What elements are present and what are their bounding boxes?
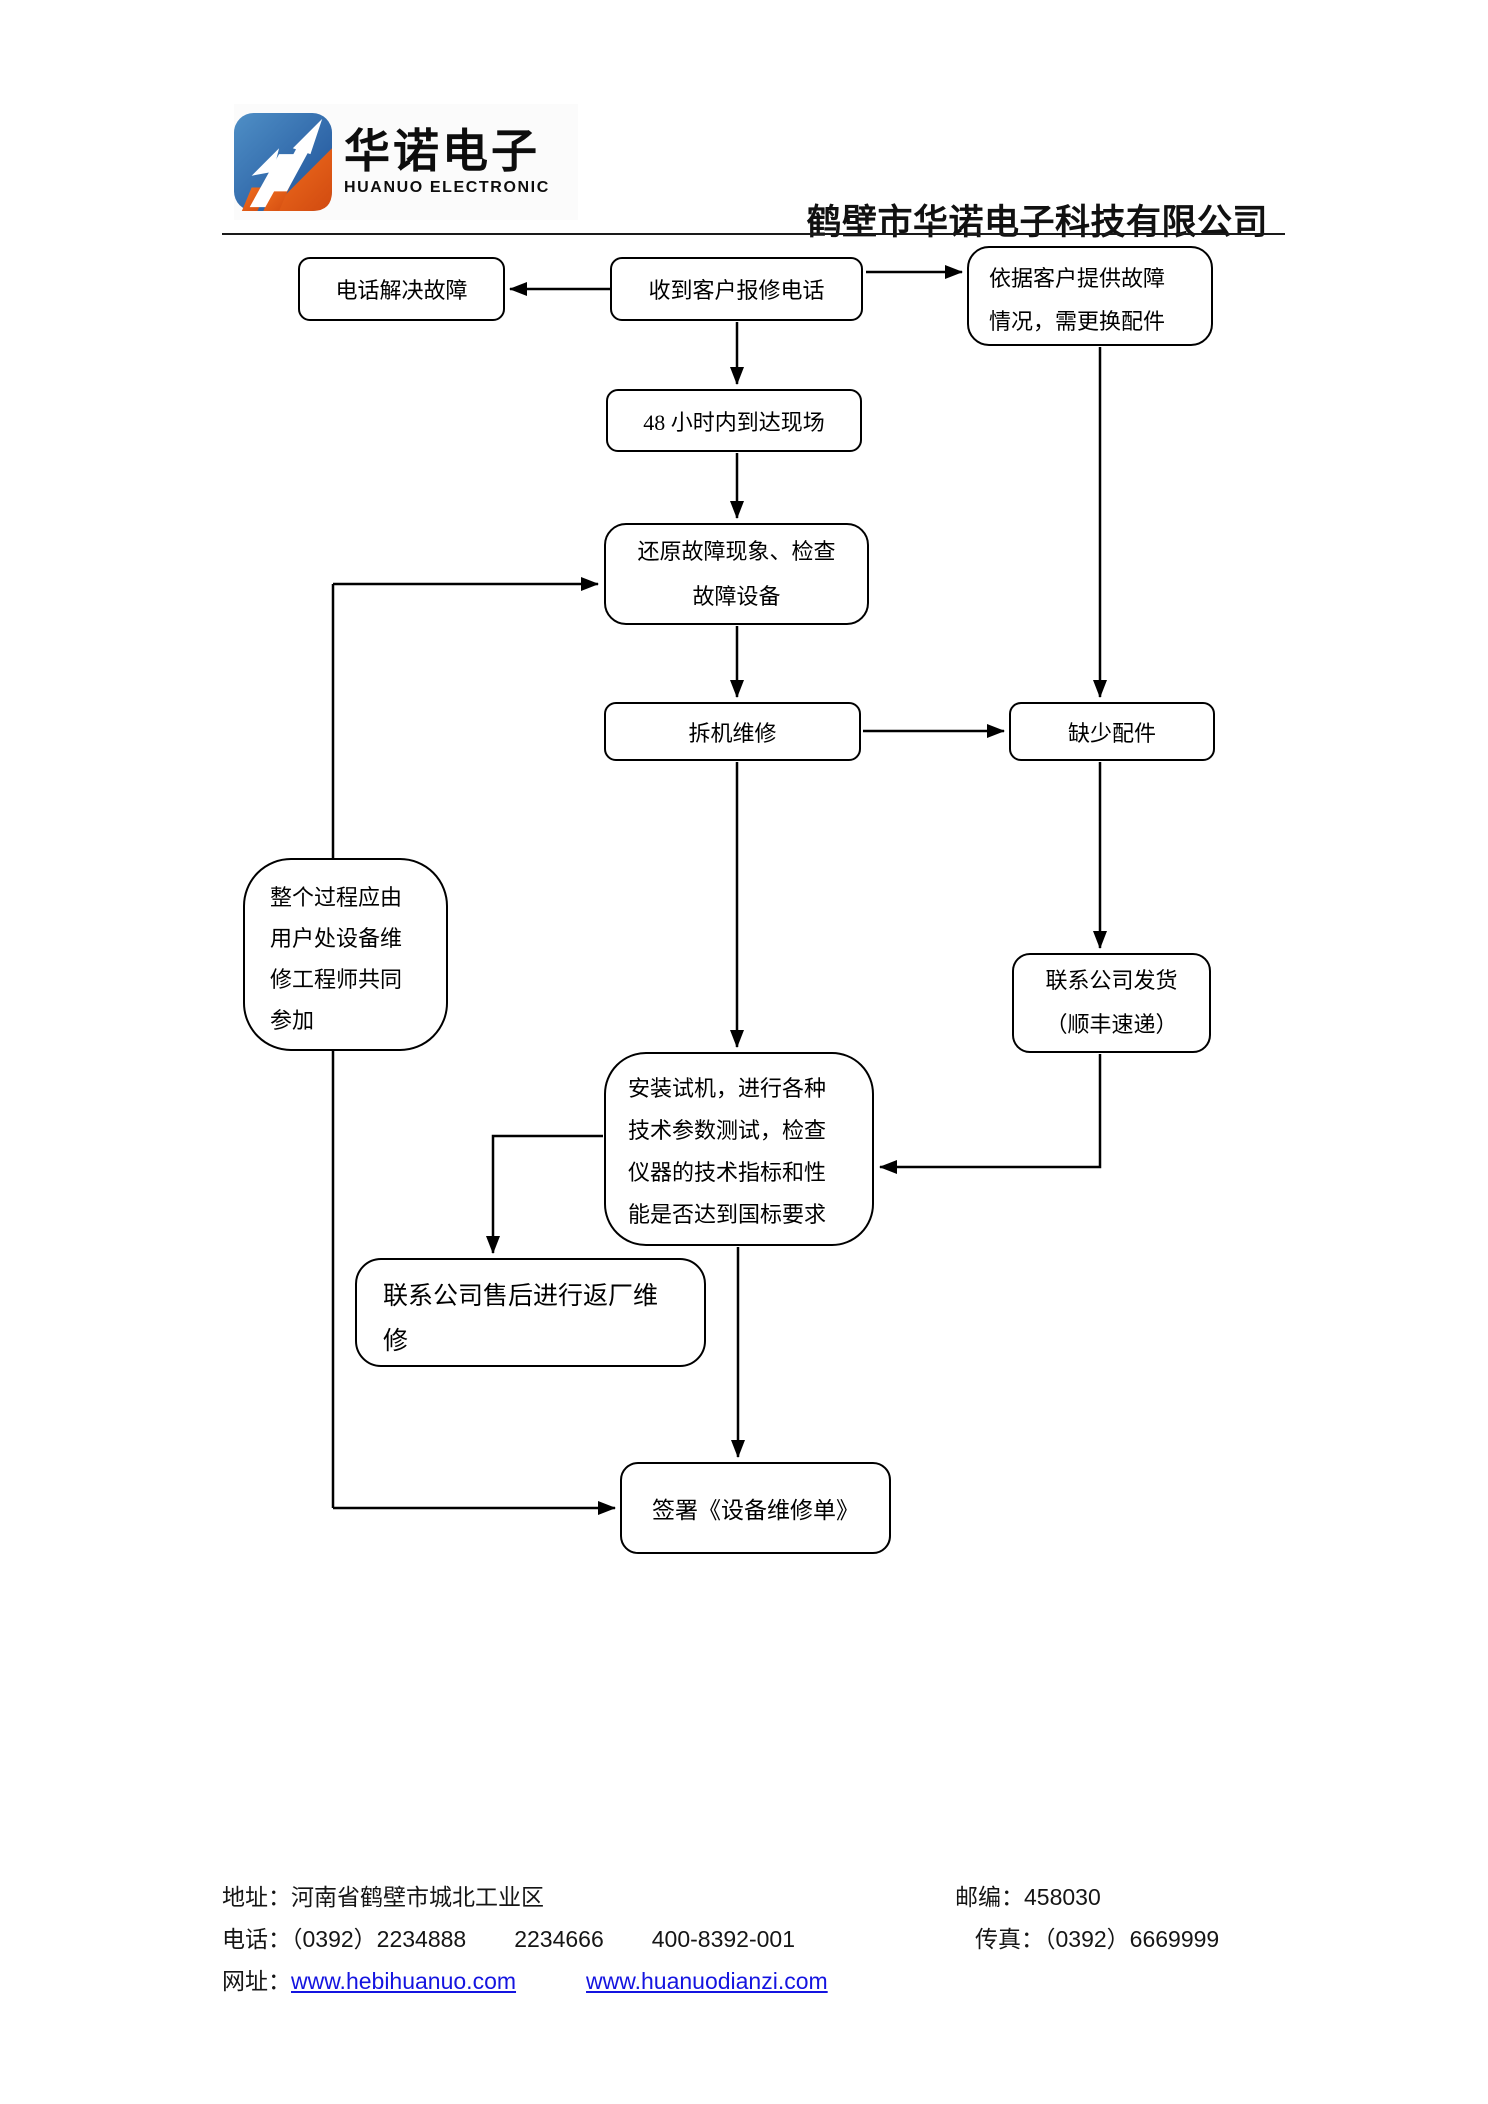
node-label: 修工程师共同 bbox=[270, 967, 403, 992]
arrow-install-to-return bbox=[486, 1134, 603, 1254]
node-label: 安装试机，进行各种 bbox=[628, 1076, 827, 1101]
header-divider bbox=[222, 233, 1285, 235]
footer-website: 网址：www.hebihuanuo.com www.huanuodianzi.co… bbox=[222, 1962, 828, 1996]
logo-text: 华诺电子 HUANUO ELECTRONIC bbox=[344, 127, 550, 196]
node-label: 技术参数测试，检查 bbox=[628, 1118, 827, 1143]
footer-address: 地址：河南省鹤壁市城北工业区 bbox=[222, 1884, 544, 1910]
arrow-ship-to-install bbox=[879, 1054, 1102, 1174]
footer-fax: 传真：（0392）6669999 bbox=[975, 1926, 1220, 1952]
node-dismantle-repair: 拆机维修 bbox=[604, 702, 861, 761]
company-logo: 华诺电子 HUANUO ELECTRONIC bbox=[234, 104, 578, 220]
node-sign-repair-form: 签署《设备维修单》 bbox=[620, 1462, 891, 1554]
node-label: 依据客户提供故障 bbox=[989, 266, 1166, 291]
node-label: 电话解决故障 bbox=[335, 278, 468, 303]
footer-phone-number: 400-8392-001 bbox=[651, 1926, 795, 1952]
logo-name-en: HUANUO ELECTRONIC bbox=[344, 178, 550, 196]
footer-phone-label: 电话： bbox=[222, 1926, 291, 1952]
node-label: 故障设备 bbox=[692, 584, 781, 609]
node-label: 拆机维修 bbox=[688, 720, 777, 746]
node-label: 能是否达到国标要求 bbox=[628, 1202, 827, 1227]
node-restore-check: 还原故障现象、检查 故障设备 bbox=[604, 523, 869, 625]
node-lack-parts: 缺少配件 bbox=[1009, 702, 1215, 761]
page-title: 鹤壁市华诺电子科技有限公司 bbox=[806, 203, 1268, 242]
node-return-factory: 联系公司售后进行返厂维 修 bbox=[355, 1258, 706, 1367]
node-install-test: 安装试机，进行各种 技术参数测试，检查 仪器的技术指标和性 能是否达到国标要求 bbox=[604, 1052, 874, 1246]
node-label: 缺少配件 bbox=[1067, 720, 1156, 746]
node-label: 联系公司售后进行返厂维 bbox=[383, 1283, 659, 1310]
node-phone-solve: 电话解决故障 bbox=[298, 257, 505, 321]
huanuo-logo-icon bbox=[234, 113, 332, 211]
footer-web-label: 网址： bbox=[222, 1968, 291, 1994]
node-label: 修 bbox=[383, 1328, 409, 1355]
node-label: 48 小时内到达现场 bbox=[643, 409, 825, 435]
website-link-huanuodianzi[interactable]: www.huanuodianzi.com bbox=[586, 1968, 828, 1994]
footer-phone-number: （0392）2234888 bbox=[291, 1926, 467, 1952]
node-label: 签署《设备维修单》 bbox=[652, 1498, 859, 1523]
node-label: 用户处设备维 bbox=[270, 926, 403, 951]
node-need-replace-parts: 依据客户提供故障 情况，需更换配件 bbox=[967, 246, 1213, 346]
footer-phone: 电话：（0392）2234888 2234666 400-8392-001 bbox=[222, 1920, 795, 1954]
node-label: 仪器的技术指标和性 bbox=[628, 1160, 827, 1185]
node-label: 参加 bbox=[270, 1008, 315, 1033]
website-link-hebihuanuo[interactable]: www.hebihuanuo.com bbox=[291, 1968, 517, 1994]
node-whole-process-note: 整个过程应由 用户处设备维 修工程师共同 参加 bbox=[243, 858, 448, 1051]
node-label: 收到客户报修电话 bbox=[648, 278, 825, 303]
node-arrive-48h: 48 小时内到达现场 bbox=[606, 389, 862, 452]
node-receive-call: 收到客户报修电话 bbox=[610, 257, 863, 321]
node-label: 情况，需更换配件 bbox=[989, 309, 1166, 334]
logo-name-cn: 华诺电子 bbox=[344, 125, 540, 178]
node-label: 整个过程应由 bbox=[270, 885, 403, 910]
node-label: （顺丰速递） bbox=[1045, 1012, 1178, 1037]
node-label: 联系公司发货 bbox=[1045, 968, 1178, 993]
node-label: 还原故障现象、检查 bbox=[637, 539, 836, 564]
footer-postcode: 邮编：458030 bbox=[955, 1884, 1101, 1910]
node-company-ship: 联系公司发货 （顺丰速递） bbox=[1012, 953, 1211, 1053]
footer-phone-number: 2234666 bbox=[514, 1926, 604, 1952]
